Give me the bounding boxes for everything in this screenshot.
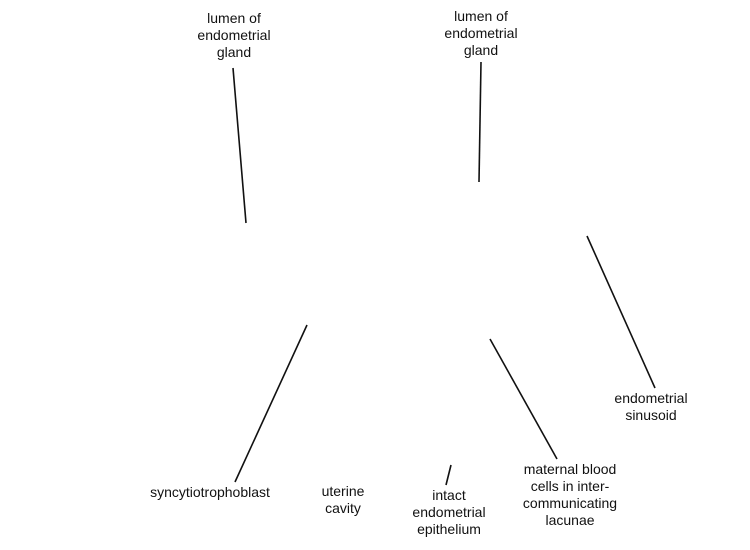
leader-line-sinusoid xyxy=(586,235,656,389)
label-uterine-cavity: uterine cavity xyxy=(321,483,365,516)
leader-line-syncytiotrophoblast xyxy=(234,324,308,483)
leader-line-maternal-blood xyxy=(489,338,558,460)
leader-line-epithelium xyxy=(445,464,452,486)
label-syncytiotrophoblast: syncytiotrophoblast xyxy=(150,484,270,500)
leader-line-gland-left xyxy=(232,67,247,224)
label-gland-left: lumen of endometrial gland xyxy=(197,10,271,60)
label-epithelium: intact endometrial epithelium xyxy=(412,487,486,537)
label-sinusoid: endometrial sinusoid xyxy=(614,390,688,423)
leader-line-gland-right xyxy=(478,61,482,183)
label-gland-right: lumen of endometrial gland xyxy=(444,8,518,58)
label-maternal-blood: maternal blood cells in inter- communica… xyxy=(522,461,618,528)
